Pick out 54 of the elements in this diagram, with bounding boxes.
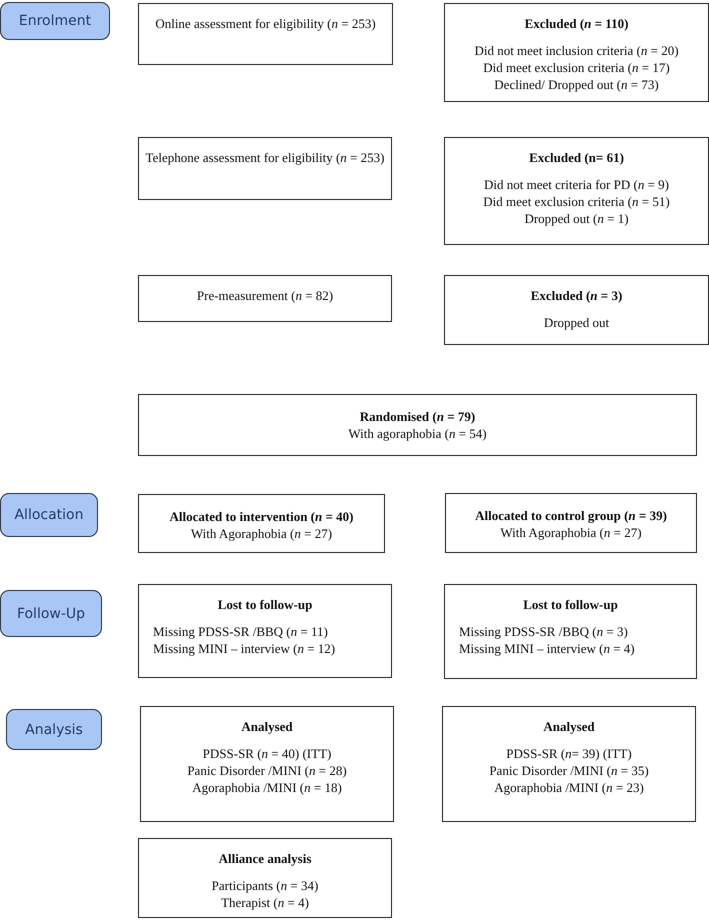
box-text: Missing MINI – interview (n = 12) xyxy=(152,640,336,658)
flow-box xyxy=(445,493,697,553)
flow-box xyxy=(442,706,696,822)
flow-box xyxy=(138,137,392,200)
box-heading: Excluded (n= 61) xyxy=(529,150,624,167)
box-text: Agoraphobia /MINI (n = 18) xyxy=(192,780,342,797)
box-text: Missing PDSS-SR /BBQ (n = 11) xyxy=(152,624,328,641)
box-text: Did meet exclusion criteria (n = 17) xyxy=(483,60,670,77)
box-heading: Randomised (n = 79) xyxy=(360,409,476,426)
box-text: Dropped out (n = 1) xyxy=(524,210,629,228)
stage-label: Analysis xyxy=(6,709,102,750)
box-heading: Excluded (n = 110) xyxy=(524,16,628,33)
box-text: Did not meet criteria for PD (n = 9) xyxy=(484,176,669,194)
box-text: Panic Disorder /MINI (n = 35) xyxy=(489,762,649,780)
stage-label: Enrolment xyxy=(0,2,110,40)
flow-box xyxy=(138,494,385,553)
box-heading: Alliance analysis xyxy=(218,851,312,868)
flow-box xyxy=(138,3,393,65)
flow-box xyxy=(138,584,392,678)
box-text: Did not meet inclusion criteria (n = 20) xyxy=(474,42,679,60)
box-heading: Lost to follow-up xyxy=(218,597,312,614)
box-text: PDSS-SR (n = 40) (ITT) xyxy=(202,746,332,763)
flow-box xyxy=(444,137,709,245)
box-text: With Agoraphobia (n = 27) xyxy=(500,524,642,542)
stage-label: Follow-Up xyxy=(0,590,102,637)
box-text: Agoraphobia /MINI (n = 23) xyxy=(494,780,644,797)
box-text: Telephone assessment for eligibility (n = 253) xyxy=(146,150,384,167)
box-text: Participants (n = 34) xyxy=(212,878,318,895)
box-text: Missing MINI – interview (n = 4) xyxy=(458,640,635,658)
flow-box xyxy=(138,275,392,322)
box-text: Online assessment for eligibility (n = 253) xyxy=(155,16,376,33)
flow-box xyxy=(444,275,709,345)
box-text: Declined/ Dropped out (n = 73) xyxy=(494,76,659,94)
stage-label: Allocation xyxy=(0,493,98,537)
box-heading: Allocated to intervention (n = 40) xyxy=(170,509,354,526)
box-text: Pre-measurement (n = 82) xyxy=(196,288,334,305)
flow-box xyxy=(138,394,697,456)
flow-box xyxy=(444,3,709,102)
box-text: With agoraphobia (n = 54) xyxy=(348,426,487,443)
box-text: Did meet exclusion criteria (n = 51) xyxy=(483,194,670,211)
flow-box xyxy=(140,706,394,822)
box-text: PDSS-SR (n= 39) (ITT) xyxy=(506,746,632,763)
box-text: Dropped out xyxy=(544,314,610,332)
box-text: With Agoraphobia (n = 27) xyxy=(190,526,332,543)
box-heading: Analysed xyxy=(241,719,293,736)
box-heading: Allocated to control group (n = 39) xyxy=(475,508,667,525)
box-heading: Lost to follow-up xyxy=(523,597,618,614)
box-text: Therapist (n = 4) xyxy=(221,894,309,912)
flow-box xyxy=(444,584,697,679)
flow-box xyxy=(138,838,392,918)
box-text: Missing PDSS-SR /BBQ (n = 3) xyxy=(458,624,628,641)
box-text: Panic Disorder /MINI (n = 28) xyxy=(187,762,347,780)
box-heading: Analysed xyxy=(543,719,595,736)
box-heading: Excluded (n = 3) xyxy=(530,288,622,305)
